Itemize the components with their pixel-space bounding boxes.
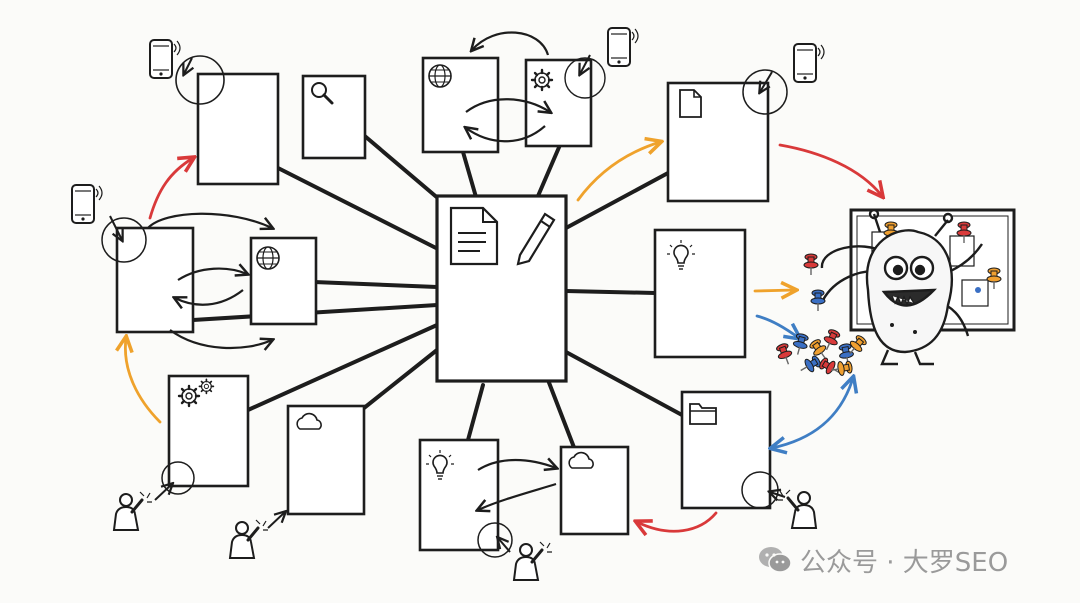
pen-icon [516,212,556,266]
person-pointing-icon [228,518,270,560]
search-icon [311,82,334,105]
person-pointing-icon [512,540,554,582]
person-pointing-icon [112,490,154,532]
wechat-logo-icon [759,547,792,573]
watermark-text: 公众号 · 大罗SEO [800,547,1009,578]
page-node [559,445,630,536]
page-node [161,374,250,495]
folder-icon [689,403,717,425]
page-node [666,69,788,203]
smartphone-icon [793,43,825,83]
pushpin-pile [773,327,870,380]
pushpin-icon [810,289,826,312]
page-node [680,390,779,510]
sketch-arrows [147,31,556,510]
gear-icon [530,68,554,92]
hub-page [435,194,568,383]
pushpin-icon [803,253,819,276]
watermark: 公众号 · 大罗SEO [758,540,1008,580]
globe-icon [428,64,452,88]
page-node [101,217,195,334]
page-node [175,55,280,186]
page-node [418,438,513,558]
document-icon [449,206,499,266]
monster-mascot [803,208,983,366]
colored-arrows [125,142,882,531]
page-node [421,56,500,154]
page-node [286,404,366,516]
hub-connectors [191,130,684,452]
smartphone-icon [71,184,103,224]
smartphone-icon [607,27,639,67]
page-node [249,236,318,326]
page-node [301,74,367,160]
page-node [653,228,747,359]
smartphone-icon [149,39,181,79]
globe-icon [256,246,280,270]
document-icon [679,89,702,118]
